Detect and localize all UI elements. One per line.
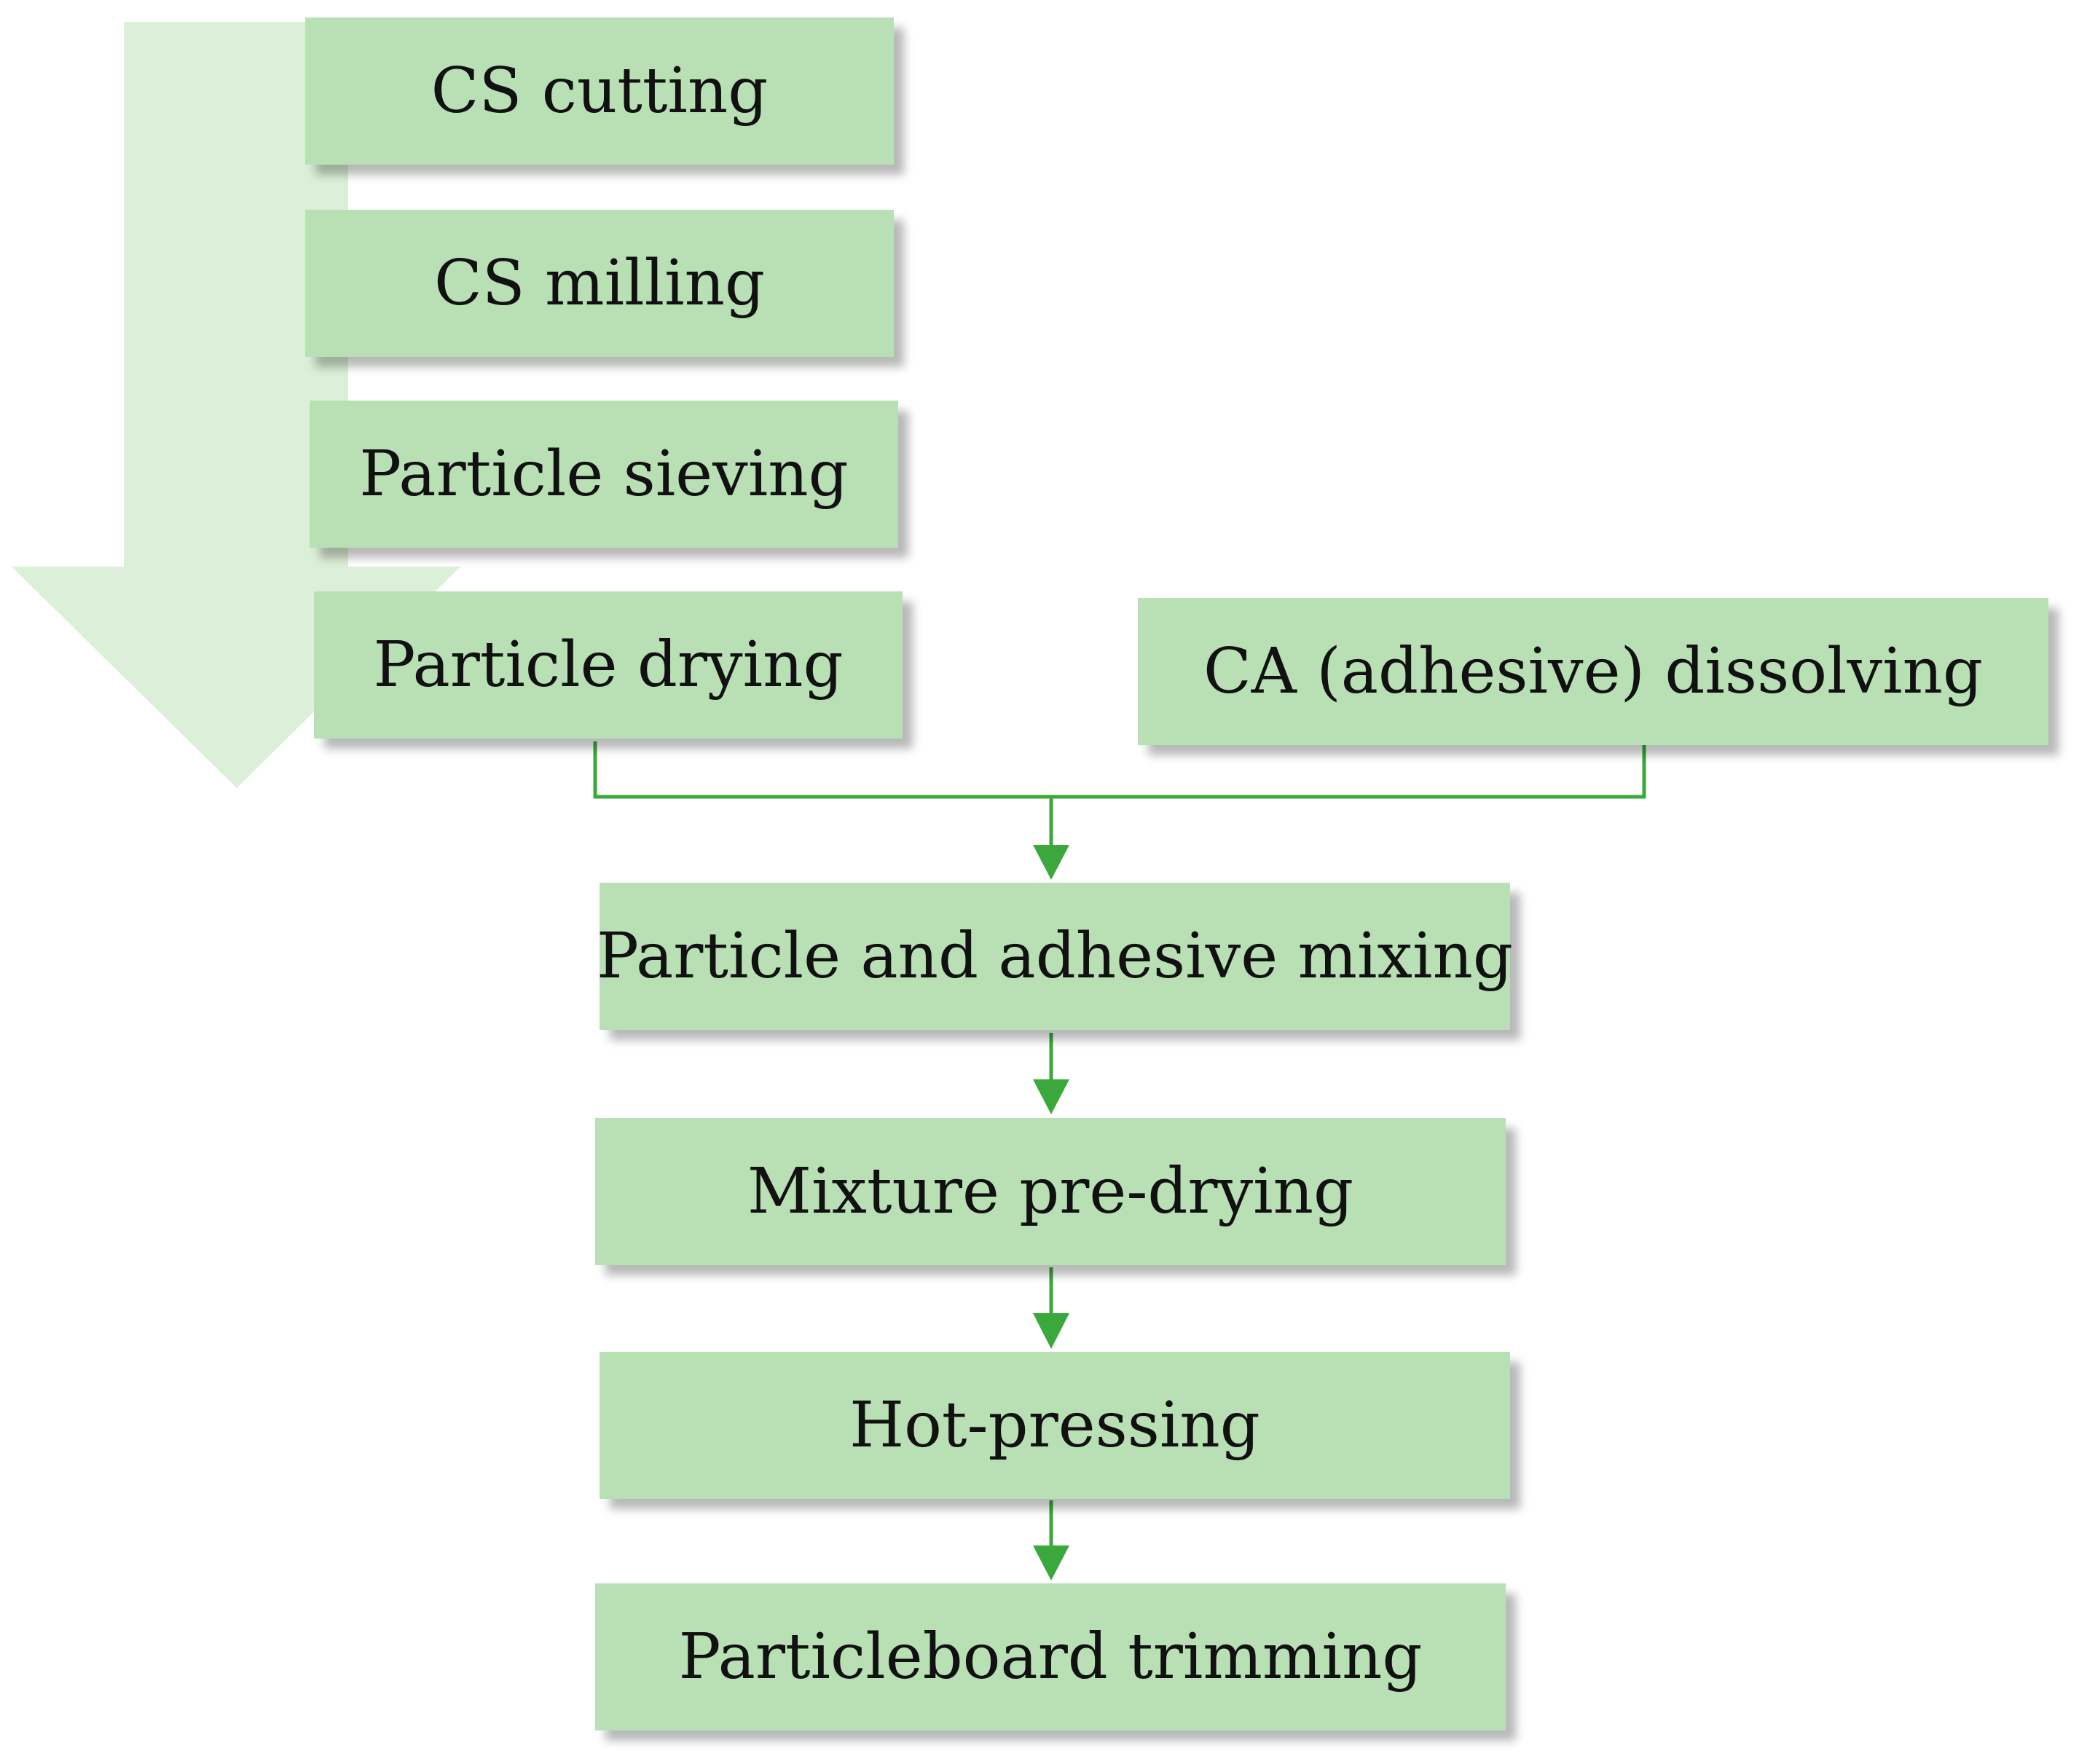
step-particle-adhesive-mixing: Particle and adhesive mixing — [597, 883, 1513, 1030]
step-mixture-predrying: Mixture pre-drying — [595, 1118, 1506, 1265]
arrowhead-to-trimming — [1033, 1546, 1069, 1580]
arrowhead-to-predrying — [1033, 1079, 1069, 1114]
step-ca-adhesive-dissolving: CA (adhesive) dissolving — [1138, 598, 2048, 745]
arrowhead-to-hotpressing — [1033, 1313, 1069, 1349]
step-label: CS milling — [433, 247, 766, 320]
step-label: Particle sieving — [359, 438, 849, 511]
step-particle-drying: Particle drying — [314, 591, 903, 739]
step-label: Particleboard trimming — [678, 1621, 1423, 1693]
step-label: Particle and adhesive mixing — [597, 920, 1513, 993]
step-cs-cutting: CS cutting — [305, 17, 894, 165]
step-cs-milling: CS milling — [305, 210, 894, 357]
step-label: CA (adhesive) dissolving — [1203, 635, 1984, 708]
arrowhead-to-mixing — [1033, 845, 1069, 880]
connector-left-branch — [593, 741, 1051, 799]
connector-right-branch — [1051, 745, 1646, 799]
step-particle-sieving: Particle sieving — [310, 401, 898, 548]
step-label: CS cutting — [431, 55, 769, 127]
merge-connector — [593, 741, 1646, 852]
step-label: Particle drying — [373, 629, 844, 701]
step-label: Mixture pre-drying — [747, 1155, 1354, 1228]
step-particleboard-trimming: Particleboard trimming — [595, 1583, 1506, 1730]
step-label: Hot-pressing — [849, 1389, 1260, 1462]
step-hot-pressing: Hot-pressing — [600, 1352, 1510, 1499]
